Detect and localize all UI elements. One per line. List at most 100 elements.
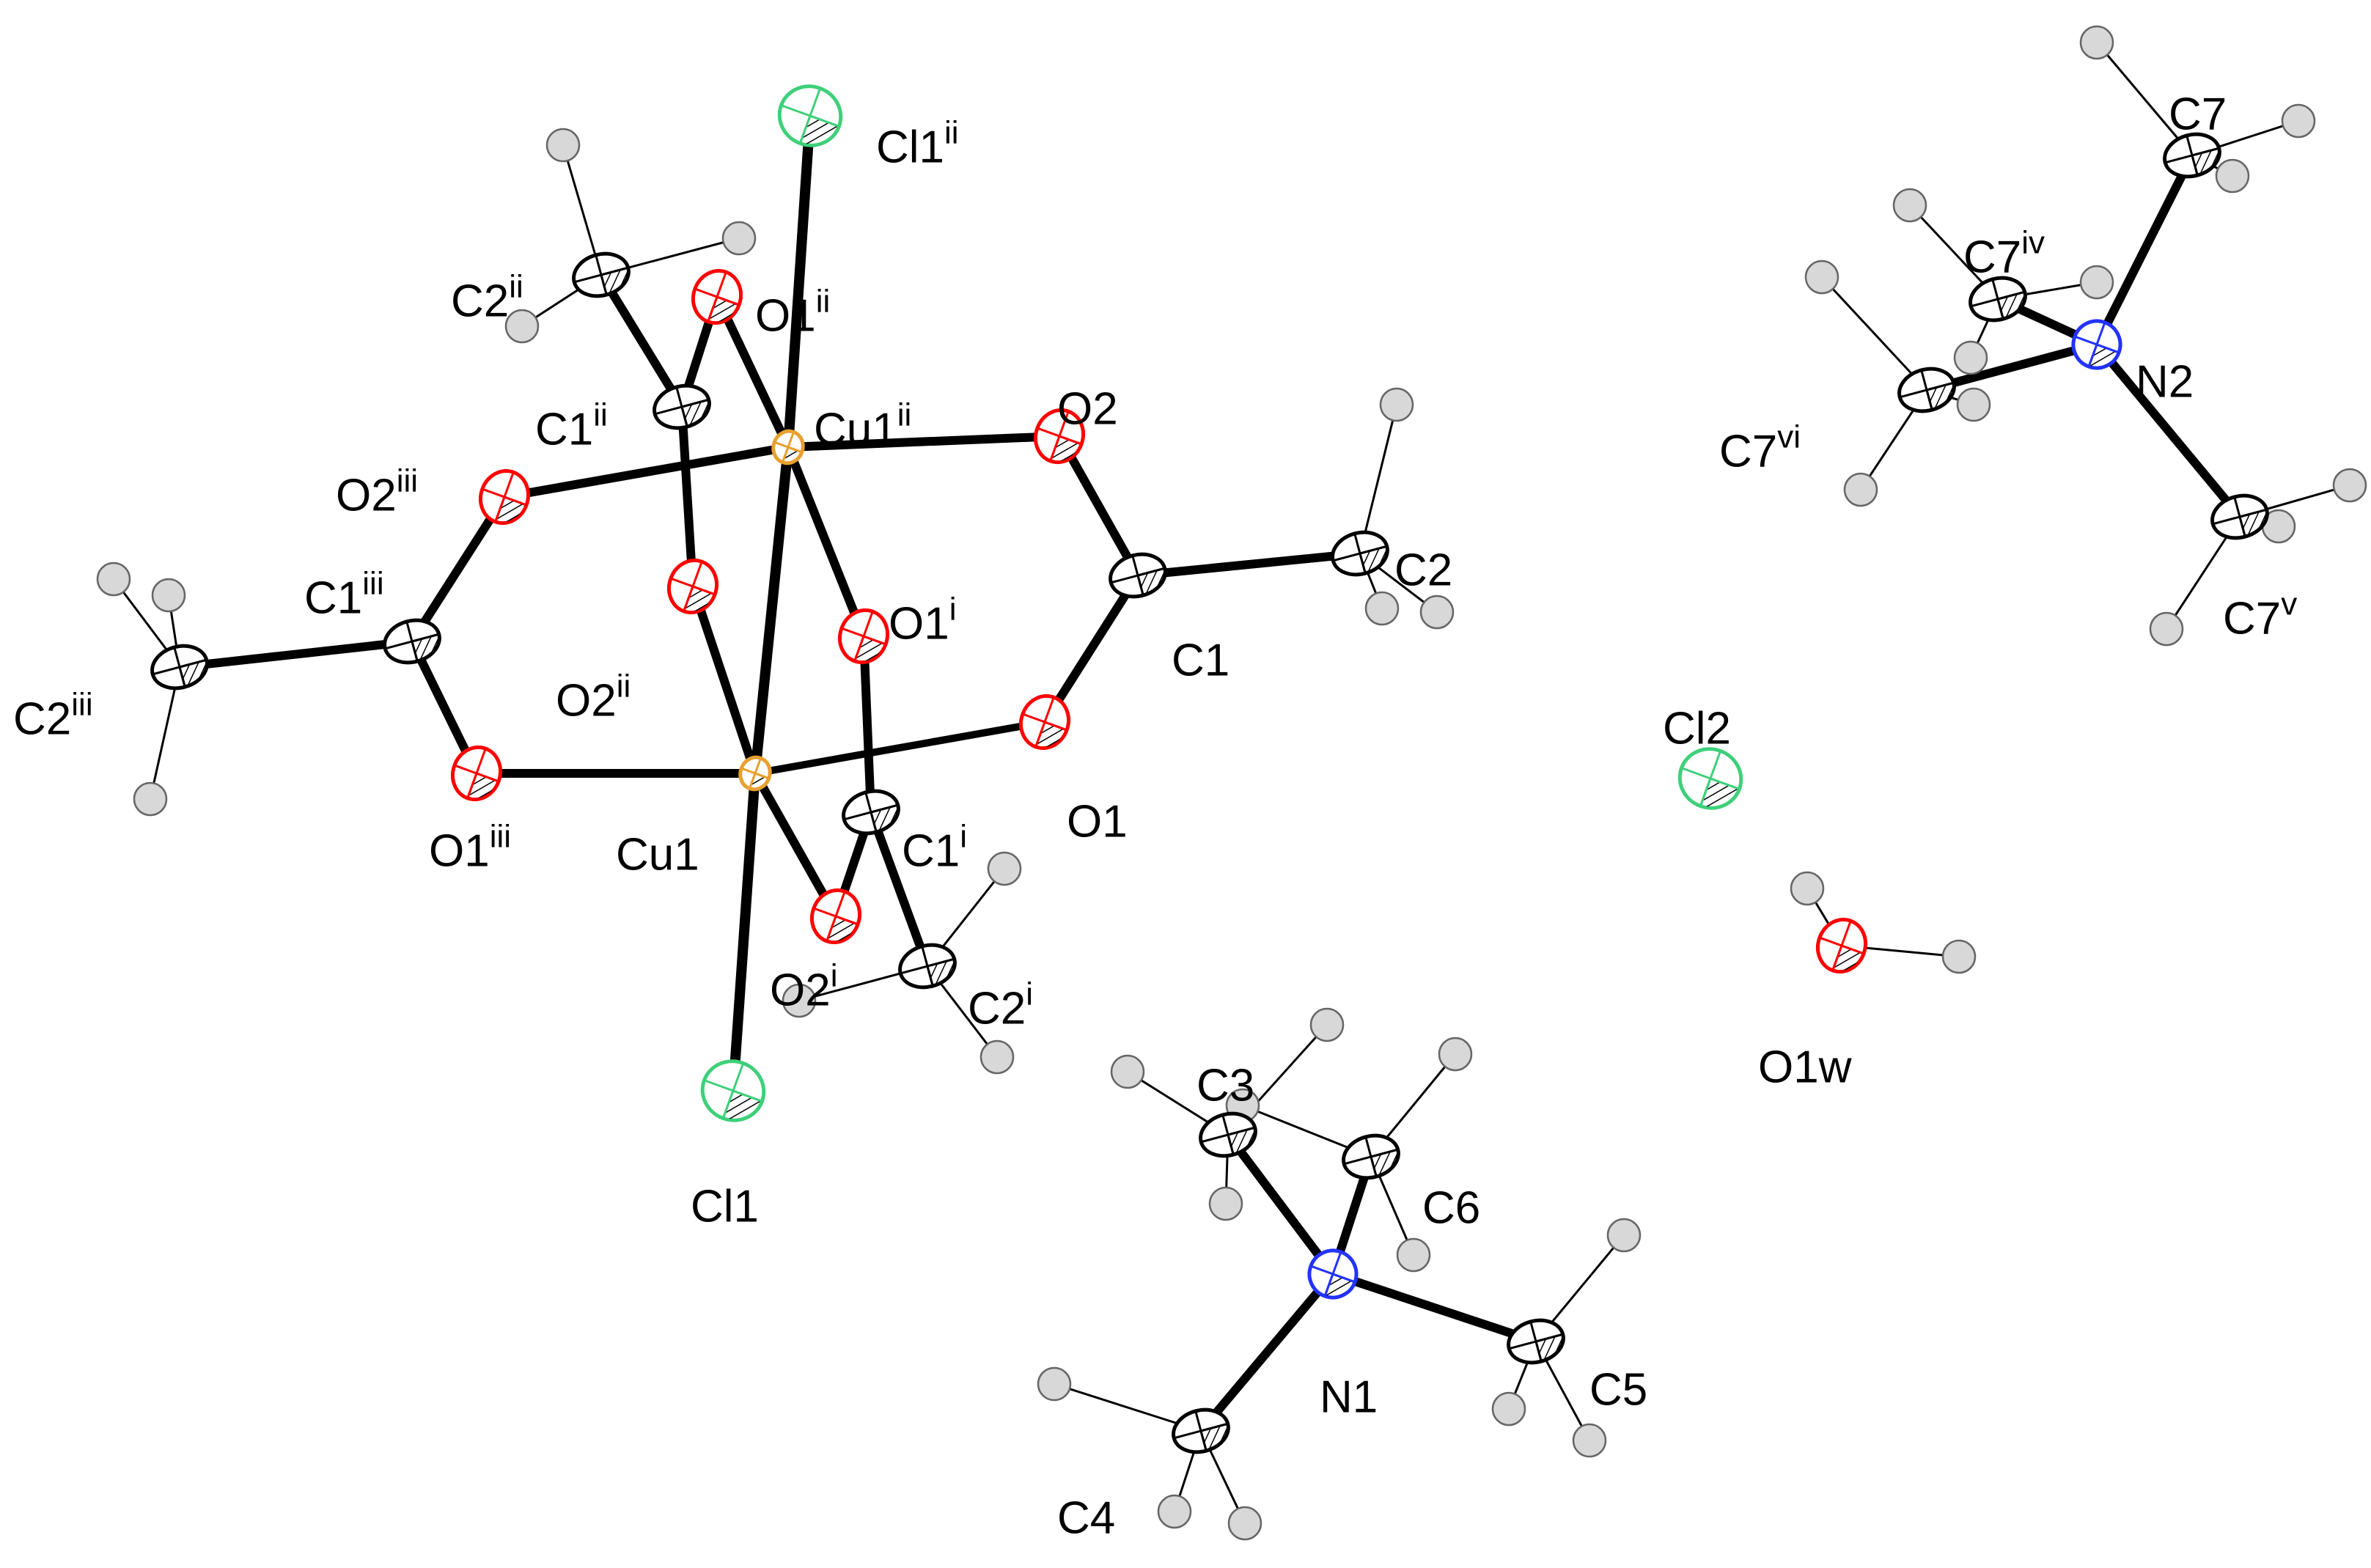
- label-main: Cl1: [691, 1182, 759, 1232]
- atom-C1iii: [383, 618, 441, 665]
- atom-label-C2ii: C2ii: [451, 269, 523, 327]
- label-superscript: iii: [362, 566, 383, 602]
- atom-N2: [2071, 319, 2122, 370]
- atom-Cu1: [738, 755, 772, 792]
- principal-axis: [683, 561, 703, 612]
- atom-O1i: [838, 608, 889, 665]
- hydrogen-atom: [2215, 158, 2250, 194]
- atom-Cl1ii: [777, 84, 843, 147]
- hydrogen-atom: [1227, 1506, 1262, 1541]
- atom-label-O2i: O2i: [770, 958, 838, 1016]
- atom-C2i: [898, 943, 957, 990]
- bond-Cu1ii-O1i: [784, 445, 868, 638]
- principal-axis: [405, 621, 419, 662]
- hydrogen-atom: [721, 221, 757, 256]
- bond-Cu1-Cl1: [728, 773, 760, 1092]
- atom-label-C1: C1: [1172, 636, 1229, 686]
- label-superscript: ii: [617, 669, 631, 704]
- atom-C2iii: [150, 644, 209, 691]
- atom-label-O1iii: O1iii: [429, 819, 511, 877]
- label-main: N1: [1320, 1372, 1378, 1423]
- bond-N1-C5: [1331, 1270, 1537, 1346]
- label-main: C2: [1394, 545, 1452, 596]
- principal-axis: [782, 431, 795, 463]
- hydrogen-atom: [96, 562, 131, 597]
- atom-C7: [2163, 132, 2221, 179]
- principal-axis: [721, 1062, 745, 1119]
- label-main: Cu1: [814, 405, 897, 455]
- principal-axis: [466, 748, 487, 799]
- atom-Cl2: [1677, 747, 1743, 810]
- label-main: O1: [755, 291, 816, 342]
- hydrogen-atom: [1491, 1391, 1526, 1427]
- label-superscript: iii: [397, 463, 418, 499]
- atom-label-O2iii: O2iii: [336, 463, 418, 521]
- bond-Cu1ii-Cl1ii: [783, 115, 815, 448]
- hydrogen-atom: [2149, 611, 2184, 647]
- hydrogen-atom: [1953, 340, 1988, 375]
- atom-O1w: [1816, 917, 1867, 974]
- hydrogen-atom: [545, 128, 581, 163]
- bond-O1-C1: [1040, 573, 1142, 725]
- octant-C7: [2191, 147, 2221, 177]
- principal-axis: [1353, 533, 1367, 574]
- bond-layer: [179, 115, 2243, 1434]
- hydrogen-atom: [1364, 591, 1400, 626]
- principal-axis: [864, 792, 878, 833]
- octant-C1i: [870, 803, 900, 833]
- principal-axis: [1991, 279, 2004, 320]
- bond-O2ii-C1ii: [677, 406, 697, 587]
- principal-axis: [1049, 411, 1070, 462]
- label-superscript: ii: [944, 115, 959, 151]
- octant-C4: [1199, 1422, 1229, 1452]
- atom-label-C2i: C2i: [968, 976, 1033, 1034]
- bond-Cu1ii-O2iii: [503, 443, 790, 501]
- hydrogen-atom: [1379, 387, 1414, 422]
- hydrogen-atom: [2079, 25, 2114, 60]
- principal-axis: [707, 271, 727, 323]
- h-bond-C2: [1359, 404, 1398, 554]
- atom-label-O2ii: O2ii: [556, 669, 631, 726]
- label-main: N2: [2136, 357, 2194, 408]
- label-main: C5: [1589, 1365, 1647, 1416]
- label-main: C1: [535, 405, 593, 455]
- bond-Cu1ii-O2: [787, 432, 1060, 452]
- octant-C3: [1227, 1126, 1257, 1156]
- hydrogen-atom: [2332, 468, 2367, 503]
- label-main: O2: [770, 965, 831, 1016]
- atom-label-C3: C3: [1196, 1061, 1254, 1111]
- atom-label-N2: N2: [2136, 357, 2194, 408]
- hydrogen-atom: [1110, 1054, 1145, 1089]
- atom-label-O1: O1: [1067, 797, 1128, 847]
- hydrogen-atom: [151, 578, 186, 613]
- bond-O1i-C1i: [859, 636, 875, 813]
- hydrogen-atom: [987, 851, 1022, 886]
- hydrogen-atom: [2079, 265, 2114, 300]
- octant-C2ii: [600, 266, 630, 296]
- atom-O1: [1019, 693, 1070, 751]
- label-main: C7: [1719, 427, 1777, 477]
- atom-C4: [1172, 1407, 1230, 1454]
- atom-label-C2iii: C2iii: [13, 687, 93, 745]
- hydrogen-atom: [1843, 472, 1878, 507]
- label-main: O1w: [1758, 1042, 1852, 1093]
- label-main: C1: [1172, 636, 1229, 686]
- atom-O2ii: [667, 558, 718, 615]
- bond-N1-C4: [1197, 1271, 1337, 1434]
- h-bond-C7: [2095, 42, 2194, 156]
- atom-C7iv: [1969, 276, 2027, 323]
- label-superscript: iv: [2021, 225, 2045, 261]
- octant-C1iii: [411, 633, 441, 663]
- principal-axis: [1034, 696, 1055, 748]
- hydrogen-atom: [1941, 939, 1977, 974]
- principal-axis: [675, 386, 688, 427]
- octant-C6: [1370, 1148, 1400, 1178]
- label-main: O2: [1057, 384, 1118, 435]
- atom-C1: [1109, 552, 1167, 599]
- hydrogen-atom: [1804, 260, 1839, 295]
- hydrogen-atom: [1438, 1037, 1473, 1072]
- principal-axis: [1831, 920, 1852, 971]
- label-main: O2: [556, 676, 617, 726]
